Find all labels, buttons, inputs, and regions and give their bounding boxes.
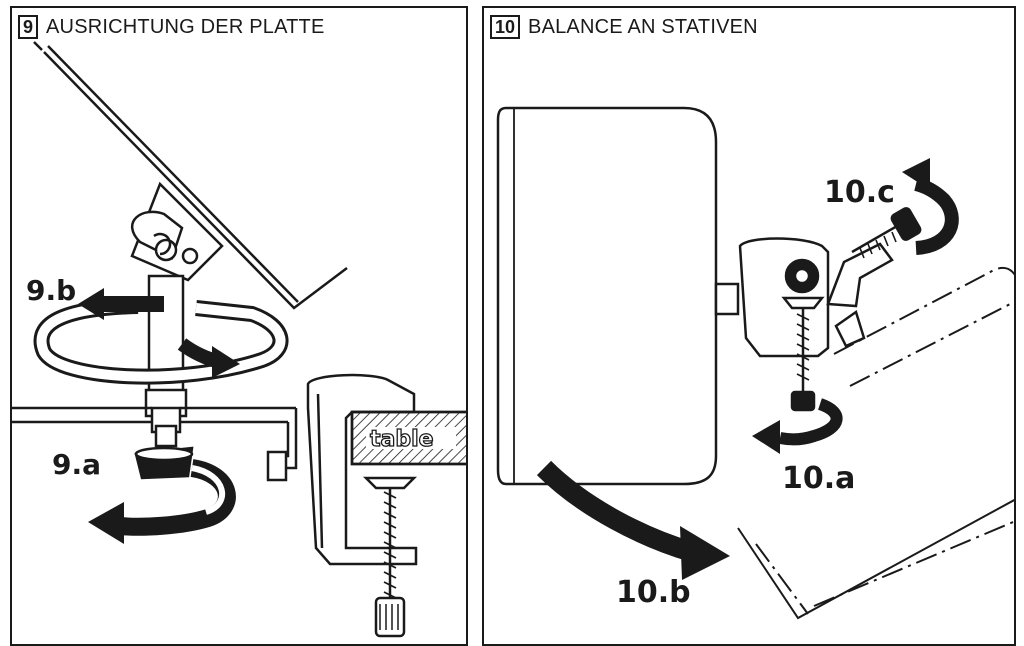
label-10a: 10.a xyxy=(782,461,855,496)
panel-9-title: AUSRICHTUNG DER PLATTE xyxy=(46,15,325,38)
panel-9-header: 9 AUSRICHTUNG DER PLATTE xyxy=(18,14,325,40)
panel-9-plate-alignment: 9 AUSRICHTUNG DER PLATTE xyxy=(10,6,468,646)
panel-10-header: 10 BALANCE AN STATIVEN xyxy=(490,14,758,40)
tilt-arrow-10b xyxy=(536,460,730,580)
panel-10-stand-balance: 10 BALANCE AN STATIVEN xyxy=(482,6,1016,646)
panel-10-title: BALANCE AN STATIVEN xyxy=(528,15,758,38)
rotation-arrow-9a xyxy=(88,459,236,544)
label-10b: 10.b xyxy=(616,575,691,610)
mounting-bolt xyxy=(714,282,740,316)
step-number-9: 9 xyxy=(18,15,39,39)
rotation-arrow-10c xyxy=(902,158,959,255)
label-9a: 9.a xyxy=(52,448,101,481)
step-number-10: 10 xyxy=(490,15,521,39)
label-10c: 10.c xyxy=(824,175,895,210)
panel-10-illustration: 10.c 10.a 10.b xyxy=(496,106,1014,620)
stand-pole xyxy=(144,274,188,434)
tilted-plate-outline xyxy=(737,266,1014,620)
label-table: table xyxy=(370,427,434,452)
pivot-bracket xyxy=(130,181,224,282)
label-9b: 9.b xyxy=(26,274,76,307)
table-label-bg xyxy=(366,427,456,449)
stand-clamp xyxy=(738,237,830,412)
rotation-ring-9b xyxy=(33,288,289,385)
tilted-speaker-plate xyxy=(33,41,348,310)
speaker-cabinet xyxy=(496,106,718,486)
upper-clamp xyxy=(826,207,922,348)
adjustment-knob xyxy=(134,424,194,480)
rotation-arrow-10a xyxy=(752,398,843,454)
table-clamp xyxy=(266,373,466,638)
panel-9-illustration: 9.b 9.a table xyxy=(12,41,466,638)
